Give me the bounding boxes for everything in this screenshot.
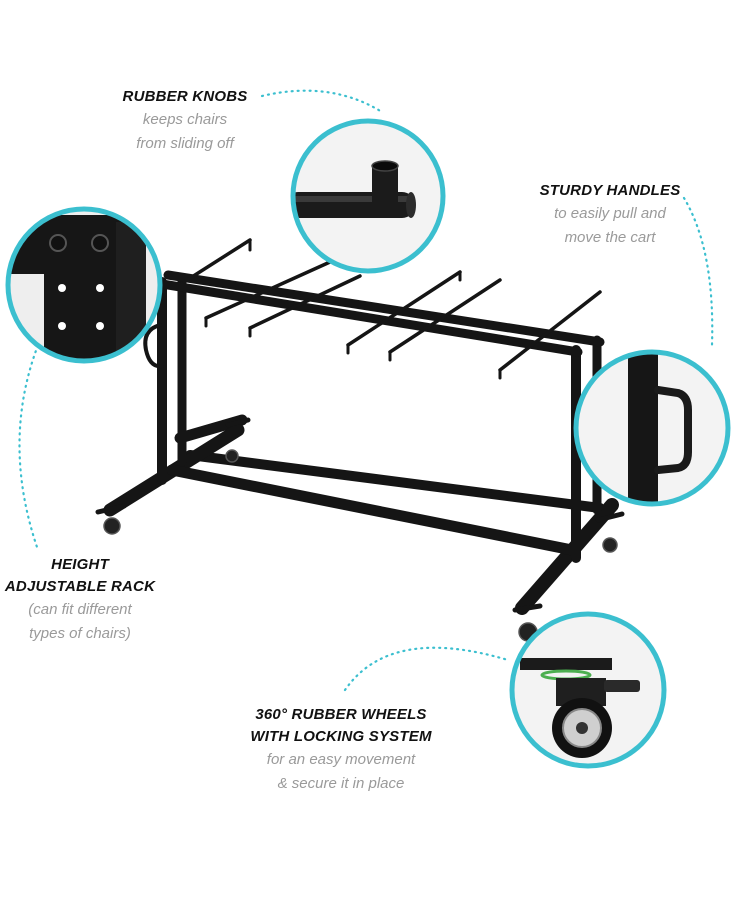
- callout-title: WITH LOCKING SYSTEM: [250, 728, 432, 745]
- callout-desc: & secure it in place: [277, 775, 405, 792]
- leader-wheels: [343, 646, 510, 692]
- callout-rubber-wheels: 360° RUBBER WHEELS WITH LOCKING SYSTEM f…: [236, 704, 446, 796]
- callout-title: ADJUSTABLE RACK: [4, 578, 156, 595]
- callout-desc: types of chairs): [29, 625, 131, 642]
- leader-handles: [682, 196, 714, 347]
- callout-desc: (can fit different: [28, 601, 132, 618]
- plate-zoom-circle: [5, 206, 163, 364]
- rack-frame: [95, 238, 625, 615]
- callout-height-adjustable: HEIGHT ADJUSTABLE RACK (can fit differen…: [0, 554, 160, 646]
- handle-zoom-circle: [573, 349, 731, 507]
- callout-rubber-knobs: RUBBER KNOBS keeps chairs from sliding o…: [110, 86, 260, 156]
- callout-title: RUBBER KNOBS: [122, 88, 248, 105]
- callout-desc: move the cart: [564, 229, 656, 246]
- leader-height: [18, 338, 42, 552]
- callout-title: 360° RUBBER WHEELS: [255, 706, 427, 723]
- callout-desc: to easily pull and: [554, 205, 666, 222]
- callout-desc: from sliding off: [136, 135, 234, 152]
- callout-title: HEIGHT: [51, 556, 109, 573]
- knob-zoom-circle: [290, 118, 446, 274]
- leader-knobs: [260, 89, 384, 114]
- callout-title: STURDY HANDLES: [539, 182, 681, 199]
- callout-desc: for an easy movement: [266, 751, 416, 768]
- leader-lines: [18, 89, 714, 692]
- callout-sturdy-handles: STURDY HANDLES to easily pull and move t…: [520, 180, 700, 250]
- wheel-zoom-circle: [509, 611, 667, 769]
- callout-desc: keeps chairs: [142, 111, 228, 128]
